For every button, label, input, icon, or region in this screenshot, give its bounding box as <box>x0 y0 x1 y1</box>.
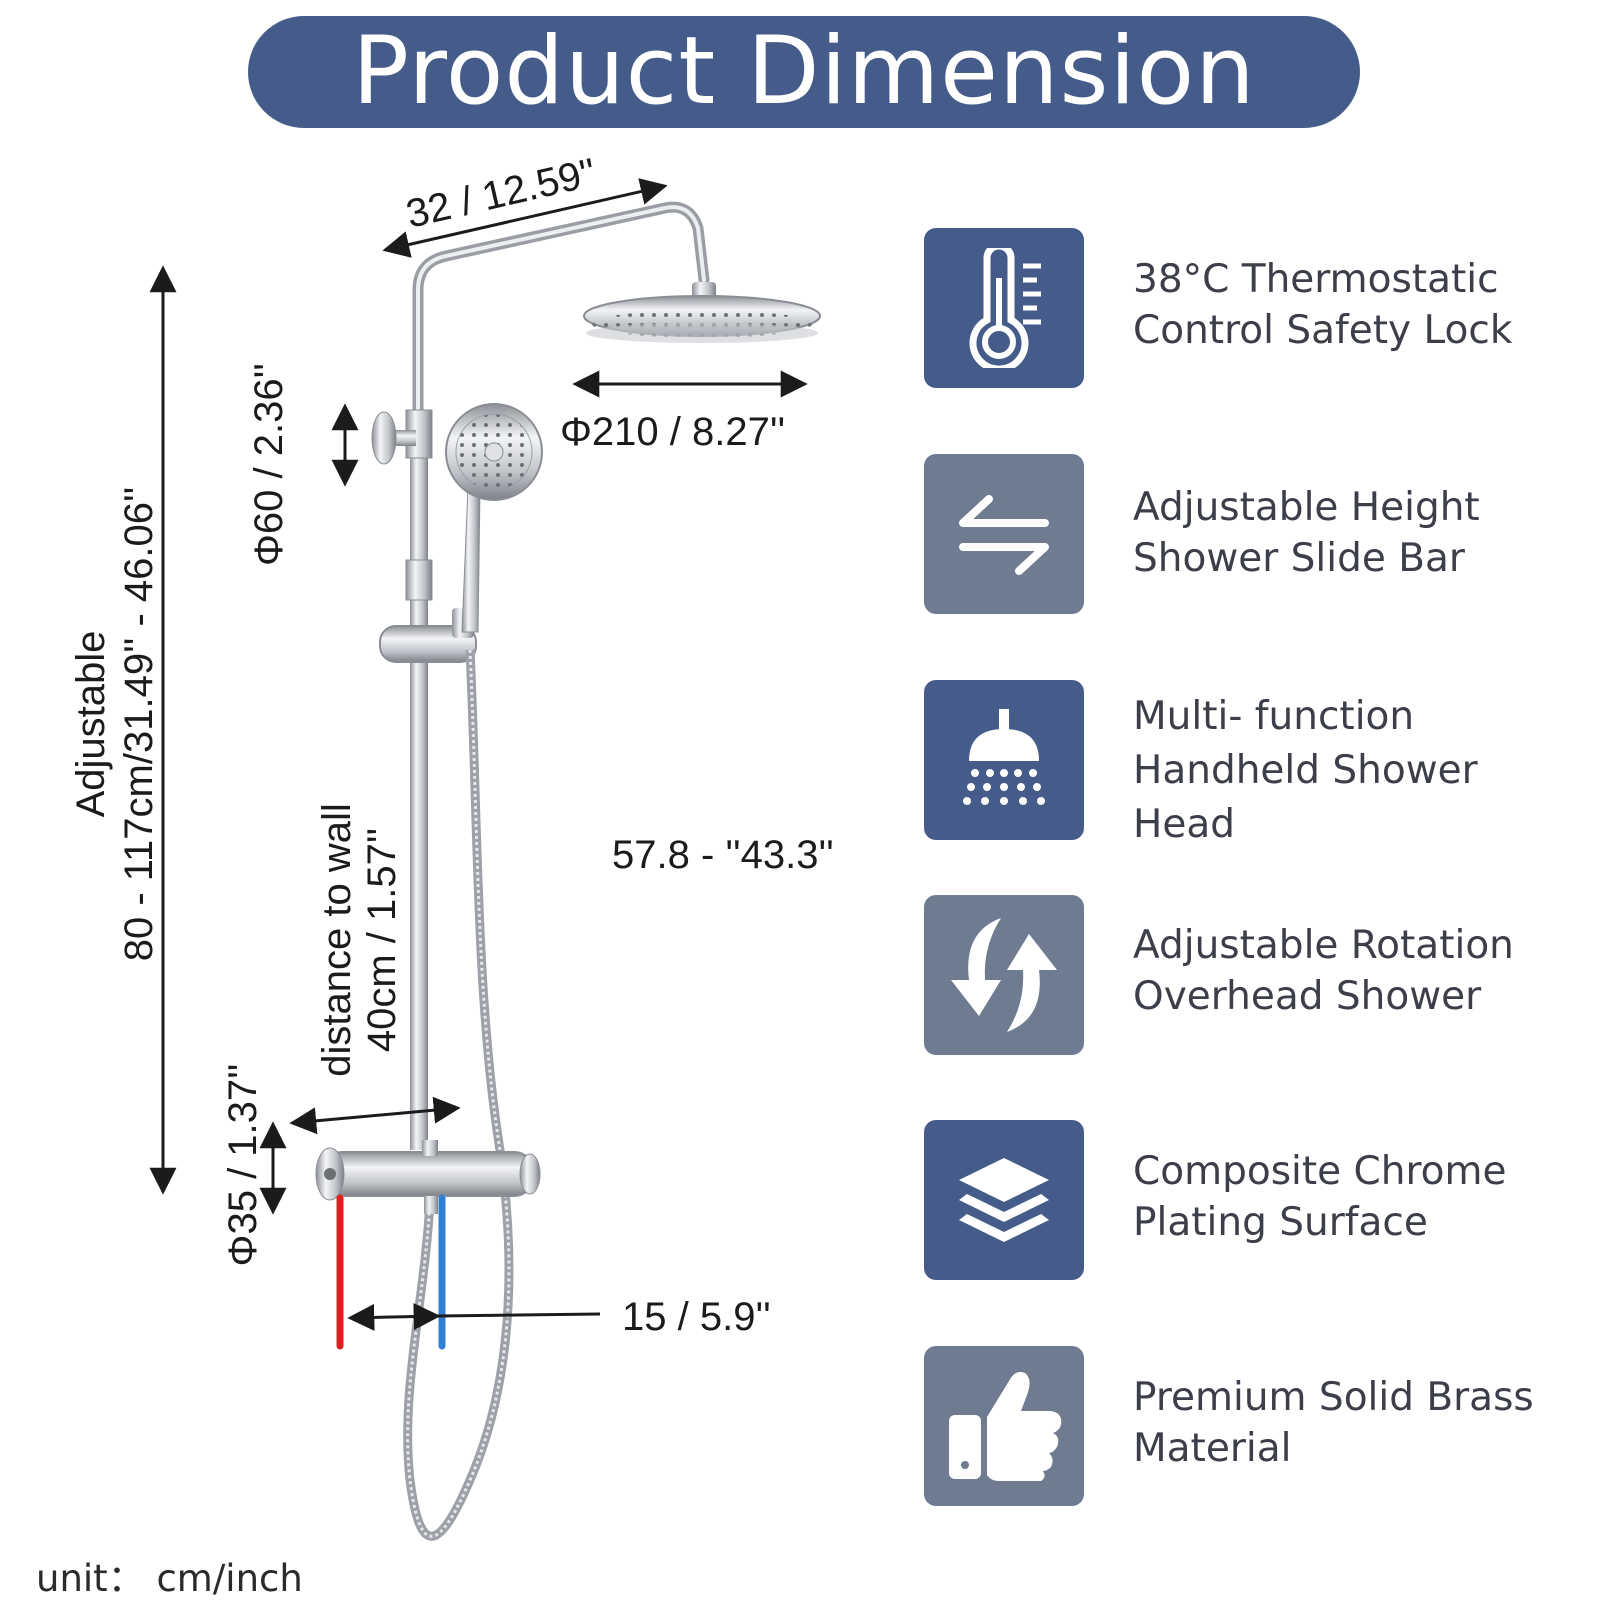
height-adjustable-line1: Adjustable <box>69 631 113 818</box>
feature-label-rotation: Adjustable Rotation Overhead Shower <box>1133 923 1514 1019</box>
swap-arrows-icon <box>959 495 1049 575</box>
layers-icon <box>959 1158 1049 1242</box>
feature-icon-box <box>924 895 1084 1055</box>
page-title: Product Dimension <box>352 17 1256 126</box>
shower-hose <box>403 649 514 1541</box>
hand-shower <box>445 403 543 633</box>
inlet-spacing-arrow <box>347 1303 441 1331</box>
feature-icon-box <box>924 1346 1084 1506</box>
riser-rail <box>410 410 428 1150</box>
wall-distance-line2: 40cm / 1.57'' <box>360 828 404 1052</box>
wall-distance-line1: distance to wall <box>315 803 359 1076</box>
thermostatic-valve <box>315 1140 541 1214</box>
height-adjustable-line2: 80 - 117cm/31.49'' - 46.06'' <box>117 487 161 962</box>
overhead-shower-head <box>583 295 821 343</box>
thermometer-icon <box>969 248 1041 368</box>
top-shower-diameter-label: Φ210 / 8.27'' <box>560 410 785 454</box>
feature-label-chrome: Composite Chrome Plating Surface <box>1133 1149 1507 1245</box>
thumbs-up-icon <box>949 1372 1062 1481</box>
feature-icon-box <box>924 454 1084 614</box>
unit-note: unit： cm/inch <box>36 1557 303 1600</box>
feature-icon-box <box>924 1120 1084 1280</box>
valve-diameter-label: Φ35 / 1.37'' <box>221 1064 265 1267</box>
feature-label-handheld: Multi- function Handheld Shower Head <box>1133 694 1478 847</box>
feature-icon-box <box>924 680 1084 840</box>
inlet-spacing-label: 15 / 5.9'' <box>622 1295 771 1339</box>
hose-length-label: 57.8 - ''43.3'' <box>612 833 834 877</box>
feature-label-brass: Premium Solid Brass Material <box>1133 1375 1534 1471</box>
feature-icon-box <box>924 228 1084 388</box>
feature-label-slide-bar: Adjustable Height Shower Slide Bar <box>1133 485 1480 581</box>
hand-shower-diameter-label: Φ60 / 2.36'' <box>247 363 291 566</box>
wall-bracket <box>371 411 416 465</box>
shower-head-icon <box>963 709 1045 805</box>
arm-length-arrow <box>382 178 668 258</box>
feature-label-thermostatic: 38°C Thermostatic Control Safety Lock <box>1133 257 1513 353</box>
title-banner: Product Dimension <box>248 16 1360 128</box>
wall-distance-arrow <box>289 1096 461 1135</box>
rotation-arrows-icon <box>951 918 1057 1032</box>
